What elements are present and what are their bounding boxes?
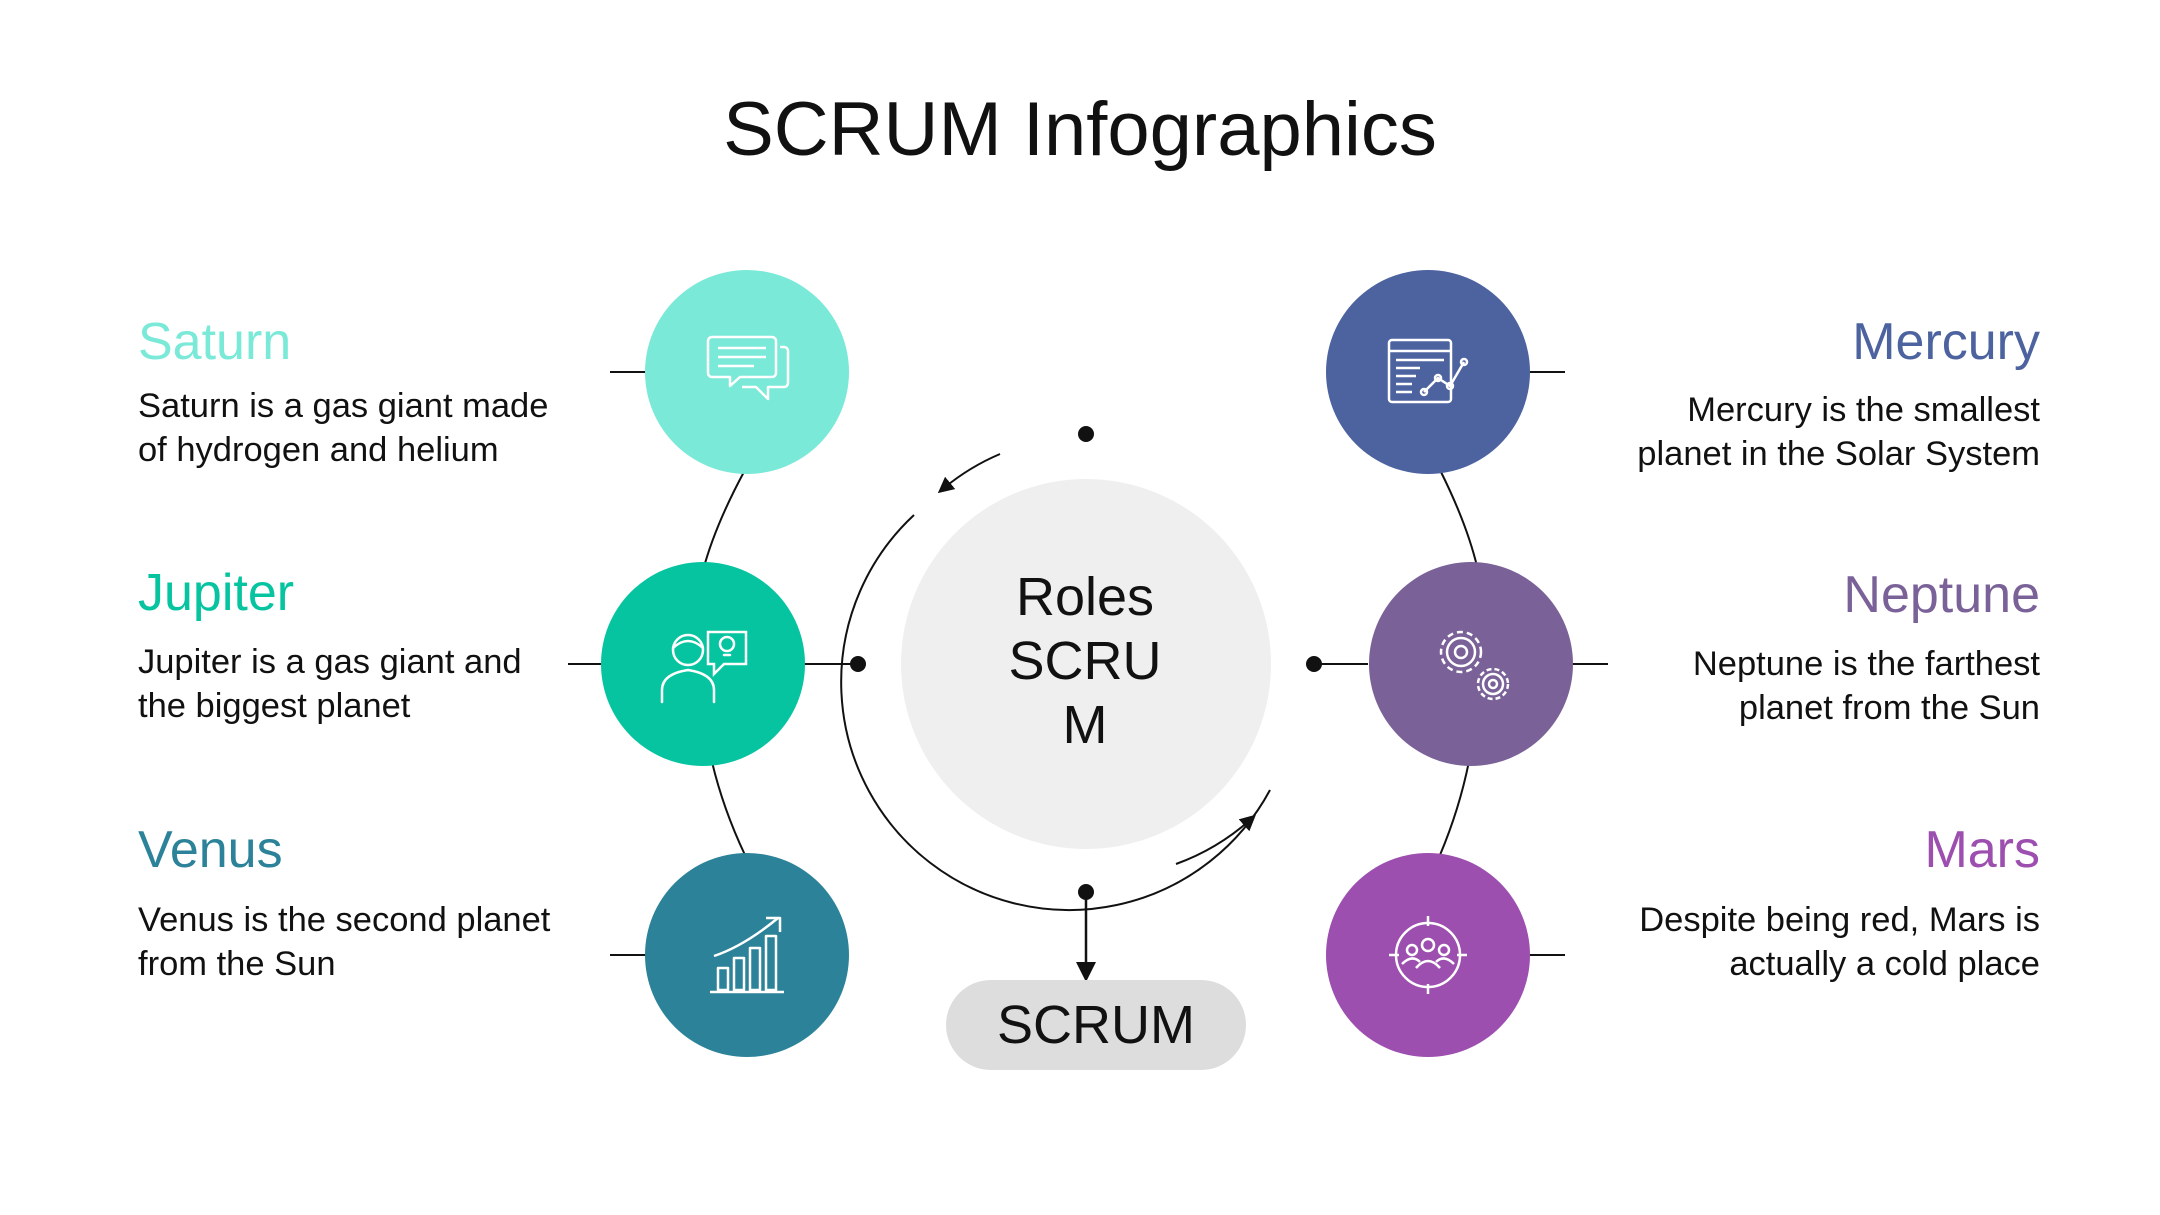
venus-title: Venus [138, 821, 283, 879]
growth-chart-icon [710, 916, 784, 994]
mars-circle [1326, 853, 1530, 1057]
saturn-circle [645, 270, 849, 474]
mercury-circle [1326, 270, 1530, 474]
cycle-ring-arc [840, 514, 1271, 911]
cycle-arrow-top-icon [937, 453, 1001, 494]
neptune-circle [1369, 562, 1573, 766]
saturn-description: Saturn is a gas giant made of hydrogen a… [138, 387, 549, 469]
ring-dot-left [850, 656, 866, 672]
venus-node [645, 853, 849, 1057]
cycle-arrow-bottom-icon [1175, 814, 1256, 865]
neptune-description: Neptune is the farthest planet from the … [1692, 645, 2040, 727]
saturn-node [645, 270, 849, 474]
mercury-node [1326, 270, 1530, 474]
report-chart-icon [1387, 338, 1469, 404]
person-idea-icon [660, 630, 748, 704]
neptune-node [1369, 562, 1573, 766]
venus-circle [645, 853, 849, 1057]
ring-dot-top [1078, 426, 1094, 442]
output-label: SCRUM [946, 980, 1246, 1070]
jupiter-title: Jupiter [138, 564, 295, 622]
gears-icon [1439, 630, 1510, 701]
center-circle [901, 479, 1271, 849]
chat-bubbles-icon [706, 335, 790, 401]
saturn-title: Saturn [138, 313, 292, 371]
center-label: Roles SCRU M [1008, 567, 1162, 755]
mercury-description: Mercury is the smallest planet in the So… [1637, 391, 2040, 473]
ring-dot-right [1306, 656, 1322, 672]
team-target-icon [1389, 916, 1467, 994]
mercury-title: Mercury [1852, 313, 2040, 371]
jupiter-node [601, 562, 805, 766]
mars-title: Mars [1924, 821, 2040, 879]
mars-description: Despite being red, Mars is actually a co… [1639, 901, 2040, 983]
neptune-title: Neptune [1843, 566, 2040, 624]
venus-description: Venus is the second planet from the Sun [138, 901, 551, 983]
page-title: SCRUM Infographics [723, 87, 1437, 172]
jupiter-description: Jupiter is a gas giant and the biggest p… [138, 643, 522, 725]
mars-node [1326, 853, 1530, 1057]
jupiter-circle [601, 562, 805, 766]
